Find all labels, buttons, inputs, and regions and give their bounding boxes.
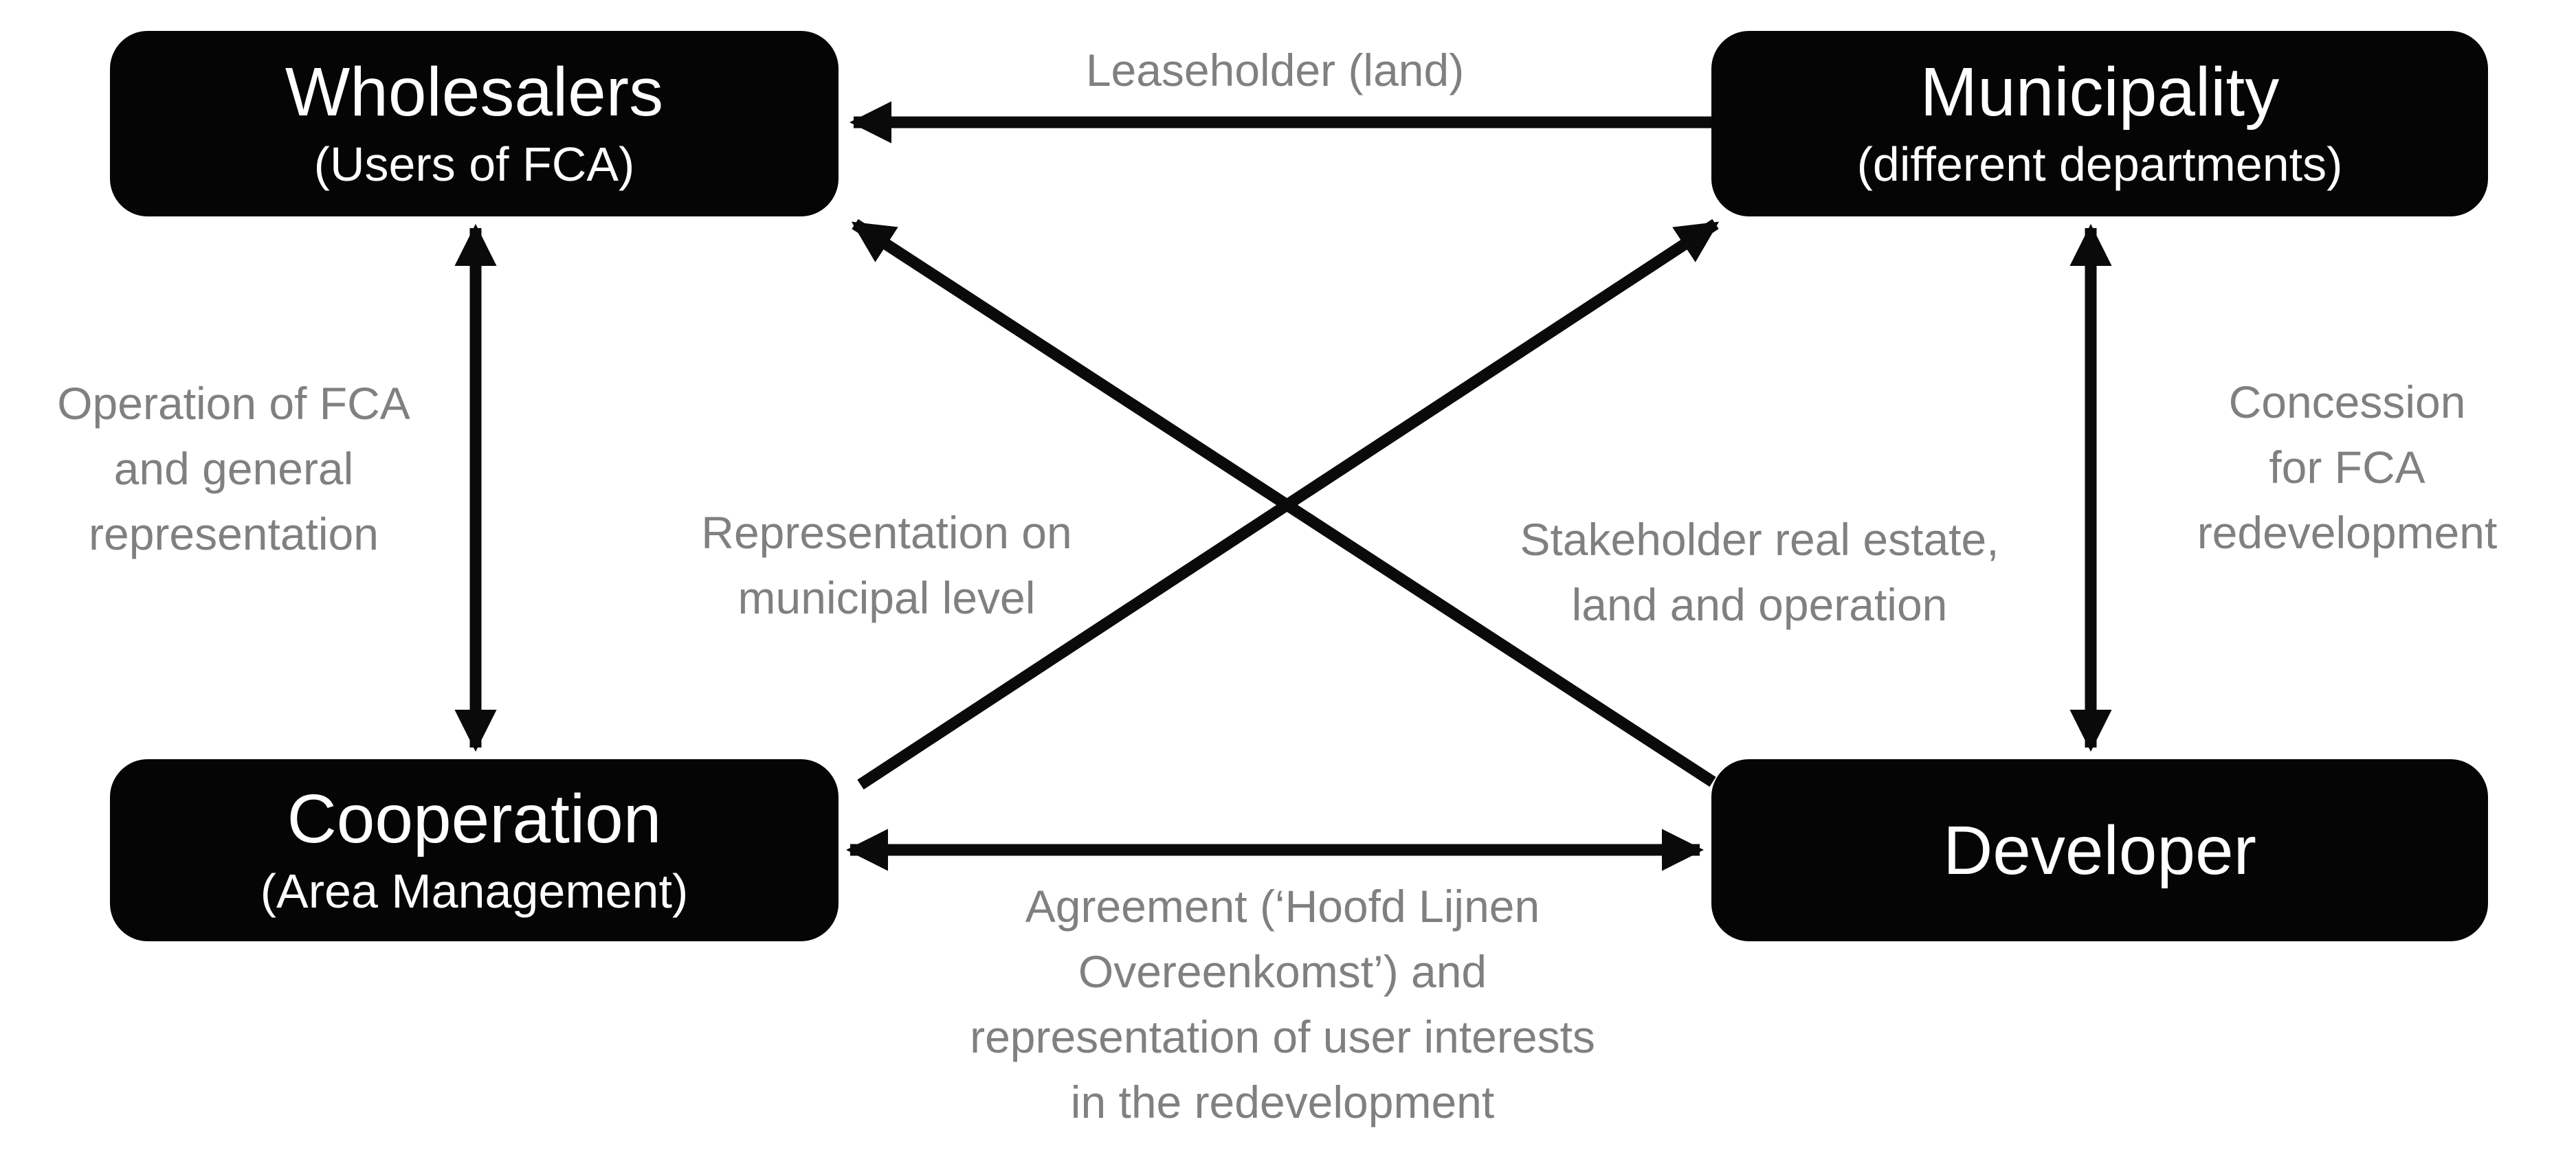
node-wholesalers-title: Wholesalers — [285, 54, 664, 131]
node-cooperation-subtitle: (Area Management) — [260, 864, 689, 918]
edge-label-stakeholder-real-estate: Stakeholder real estate, land and operat… — [1520, 514, 1999, 630]
node-developer-title: Developer — [1943, 811, 2256, 889]
node-municipality: Municipality (different departments) — [1711, 31, 2488, 216]
edge-label-agreement: Agreement (‘Hoofd Lijnen Overeenkomst’) … — [970, 881, 1595, 1127]
node-cooperation-title: Cooperation — [287, 780, 662, 857]
arrow-developer-to-wholesalers — [851, 218, 1716, 787]
node-municipality-subtitle: (different departments) — [1856, 137, 2343, 191]
node-developer: Developer — [1711, 759, 2488, 941]
node-cooperation: Cooperation (Area Management) — [110, 759, 839, 941]
edge-label-operation-of-fca: Operation of FCA and general representat… — [57, 378, 410, 559]
node-wholesalers-subtitle: (Users of FCA) — [313, 137, 635, 191]
edge-label-concession: Concession for FCA redevelopment — [2197, 377, 2498, 558]
node-municipality-title: Municipality — [1920, 54, 2280, 131]
node-wholesalers: Wholesalers (Users of FCA) — [110, 31, 839, 216]
edge-label-representation-municipal: Representation on municipal level — [701, 507, 1072, 623]
edge-label-leaseholder: Leaseholder (land) — [1085, 45, 1465, 96]
